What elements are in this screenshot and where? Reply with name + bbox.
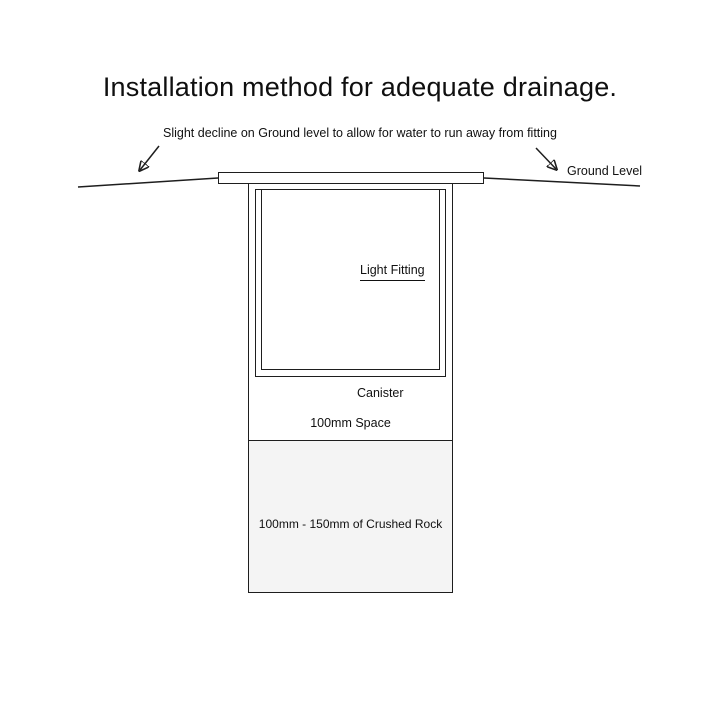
ground-line-right: [483, 177, 641, 187]
left-decline-arrow: [140, 145, 160, 170]
ground-line-left: [77, 177, 219, 188]
crushed-rock-label: 100mm - 150mm of Crushed Rock: [258, 517, 443, 531]
fitting-flange: [218, 172, 484, 184]
space-label: 100mm Space: [310, 416, 391, 430]
canister-label: Canister: [357, 386, 404, 400]
ground-level-label: Ground Level: [567, 164, 643, 178]
light-fitting-inner: [261, 189, 440, 370]
crushed-rock-region: [248, 440, 453, 593]
light-fitting-label: Light Fitting: [360, 263, 425, 281]
decline-annotation: Slight decline on Ground level to allow …: [163, 126, 557, 140]
right-decline-arrow: [535, 147, 556, 169]
page-title: Installation method for adequate drainag…: [102, 72, 618, 102]
